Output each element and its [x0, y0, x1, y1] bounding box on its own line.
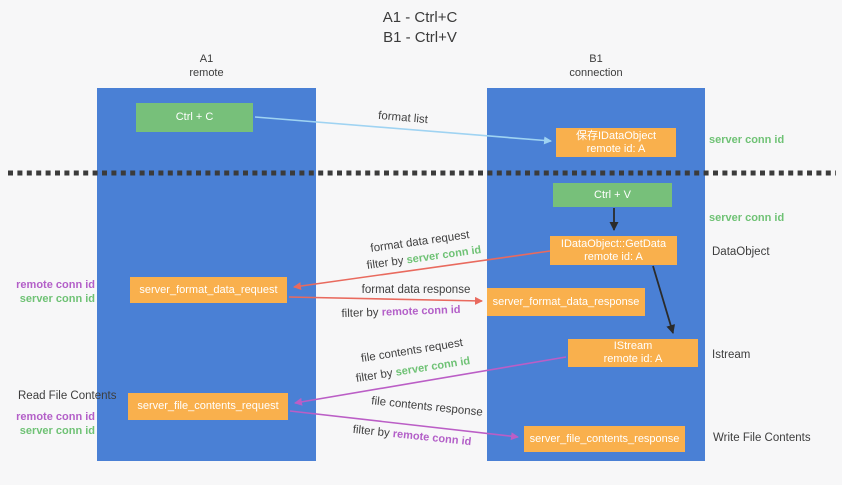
server-format-data-response-node: server_format_data_response: [487, 288, 645, 316]
server-conn-id-annotation-mid: server conn id: [709, 212, 785, 224]
lifeline-b-role: connection: [569, 67, 623, 79]
format-list-arrow: [254, 116, 552, 145]
ctrl-c-label: Ctrl + C: [175, 111, 214, 123]
title-line-2: B1 - Ctrl+V: [383, 29, 457, 46]
save-idataobject-node: 保存IDataObject remote id: A: [556, 128, 676, 157]
server-format-data-request-node: server_format_data_request: [130, 277, 287, 303]
ctrl-v-node: Ctrl + V: [553, 183, 672, 207]
istream-annotation: Istream: [712, 349, 751, 361]
lifeline-a-role: remote: [189, 67, 224, 79]
ctrl-c-node: Ctrl + C: [136, 103, 253, 132]
istream-line1: IStream: [613, 340, 653, 352]
lifeline-b-header: B1 connection: [487, 52, 705, 80]
file-contents-request-arrow: [294, 356, 567, 406]
diagram-title: A1 - Ctrl+C B1 - Ctrl+V: [300, 8, 540, 48]
server-file-contents-response-node: server_file_contents_response: [524, 426, 685, 452]
lifeline-a-name: A1: [199, 53, 214, 65]
istream-line2: remote id: A: [603, 353, 663, 365]
format-data-request-arrow: [293, 250, 551, 290]
title-line-1: A1 - Ctrl+C: [382, 9, 458, 26]
lifeline-b-name: B1: [589, 53, 603, 65]
save-idataobject-line1: 保存IDataObject: [575, 129, 657, 142]
format-data-response-arrow: [288, 296, 483, 305]
server-file-contents-request-node: server_file_contents_request: [128, 393, 288, 420]
save-idataobject-line2: remote id: A: [586, 142, 646, 155]
left-conn-id-pair-bottom: remote conn id server conn id: [0, 410, 95, 438]
server-conn-id-annotation: server conn id: [19, 425, 95, 437]
server-file-contents-response-label: server_file_contents_response: [529, 432, 680, 445]
server-format-data-request-label: server_format_data_request: [139, 283, 278, 296]
dataobject-annotation: DataObject: [712, 246, 770, 258]
remote-conn-id-annotation: remote conn id: [16, 411, 95, 423]
server-format-data-response-label: server_format_data_response: [492, 295, 640, 308]
file-contents-response-arrow: [289, 410, 519, 441]
ctrl-v-label: Ctrl + V: [594, 188, 631, 201]
read-file-contents-annotation: Read File Contents: [18, 390, 117, 402]
remote-conn-id-annotation: remote conn id: [16, 279, 95, 291]
istream-node: IStream remote id: A: [568, 339, 698, 367]
write-file-contents-annotation: Write File Contents: [713, 432, 811, 444]
format-data-response-label: format data response: [361, 284, 471, 296]
server-file-contents-request-label: server_file_contents_request: [137, 400, 279, 412]
filter-by-text: filter by: [341, 306, 382, 321]
idataobject-getdata-node: IDataObject::GetData remote id: A: [550, 236, 677, 265]
getdata-line2: remote id: A: [584, 250, 643, 263]
server-conn-id-annotation: server conn id: [19, 293, 95, 305]
left-conn-id-pair-top: remote conn id server conn id: [0, 278, 95, 306]
server-conn-id-annotation-top: server conn id: [709, 134, 785, 146]
lifeline-a-header: A1 remote: [97, 52, 316, 80]
getdata-line1: IDataObject::GetData: [560, 237, 667, 250]
getdata-to-istream-arrow: [652, 265, 676, 334]
